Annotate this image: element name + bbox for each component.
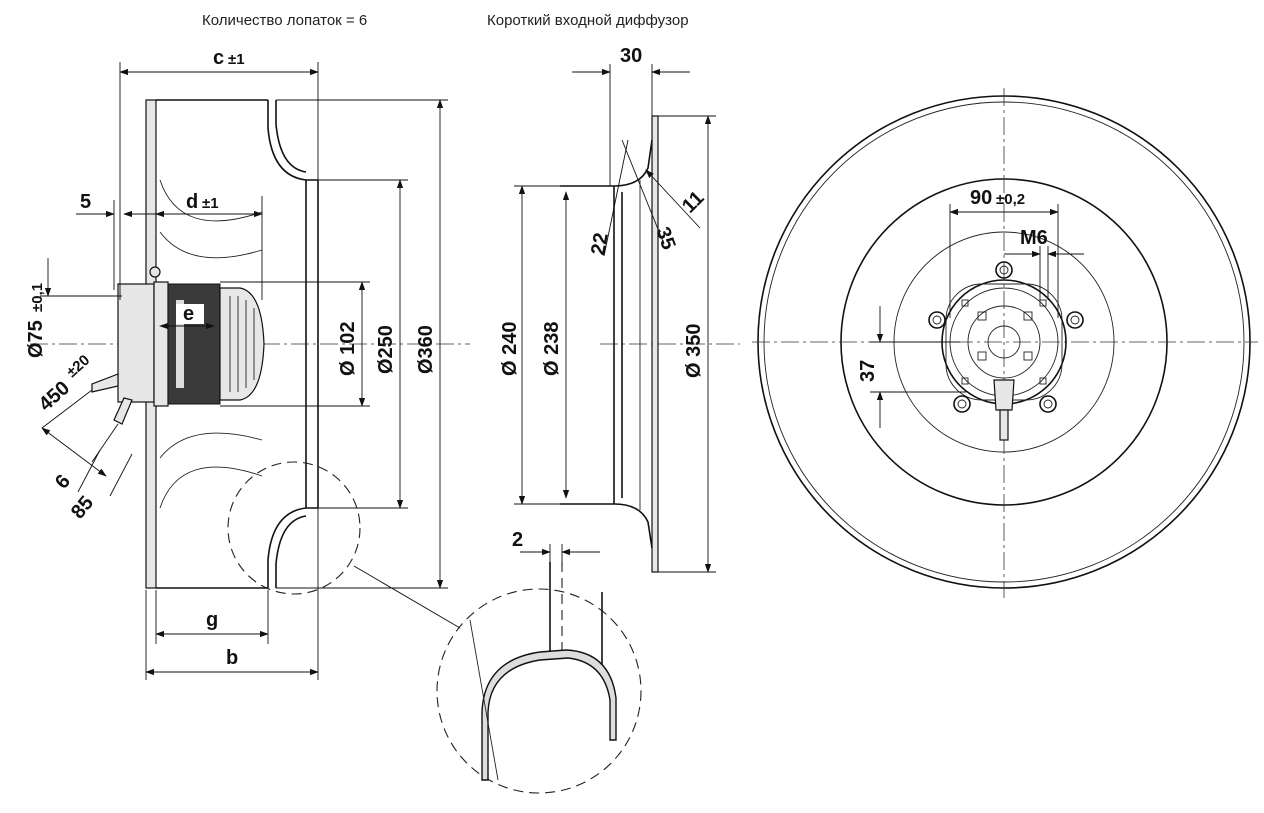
hub-screw-3 (977, 351, 987, 361)
blade-count-header: Количество лопаток = 6 (202, 12, 367, 29)
blade-curve-lower (159, 466, 263, 509)
mount-hole-right-inner (1070, 315, 1080, 325)
hub-screw-6 (1039, 299, 1047, 307)
cable-gland-2 (113, 397, 133, 425)
d360-label: Ø360 (415, 325, 437, 374)
six-label: 6 (51, 471, 75, 494)
cable-gland-1 (91, 373, 119, 393)
ninety-tolerance: ±0,2 (996, 191, 1025, 208)
eleven-leader (645, 169, 701, 229)
mounting-holes (928, 261, 1084, 413)
blade-curve-lower-2 (159, 432, 263, 459)
eleven-label: 11 (678, 187, 709, 218)
hub-screw-4 (1023, 351, 1033, 361)
d75-label: Ø75 (25, 320, 47, 358)
inlet-ring-lower-inner (275, 515, 307, 588)
hub-screw-2 (1023, 311, 1033, 321)
e-label-bg (176, 304, 204, 324)
cable-tolerance: ±20 (63, 352, 93, 381)
twenty-two-label: 22 (587, 231, 613, 257)
diffuser-wall-lower (560, 503, 653, 549)
diffuser-wall-upper (560, 139, 653, 187)
inlet-ring-lower (267, 507, 318, 588)
inlet-ring-upper-inner (275, 100, 307, 173)
d250-label: Ø250 (375, 325, 397, 374)
cable-dim-line (41, 427, 107, 477)
mount-hole-left (928, 311, 946, 329)
d238-label: Ø 238 (541, 322, 563, 376)
motor-rotor-gap (176, 300, 184, 388)
two-label: 2 (512, 529, 523, 551)
hub-inner (967, 305, 1041, 379)
g-label: g (206, 609, 218, 631)
m6-label: M6 (1020, 227, 1048, 249)
hub-screws (961, 299, 1047, 385)
cable-outlet (993, 379, 1015, 411)
motor-flange (153, 281, 169, 407)
detail-leader (353, 565, 461, 629)
cable-label: 450 (35, 377, 75, 416)
hub-screw-7 (961, 377, 969, 385)
c-label: c (213, 47, 224, 69)
eighty-five-label: 85 (67, 492, 98, 523)
detail-marker-circle (227, 461, 361, 595)
side-view: c ±1 5 d ±1 e g b Ø 102 Ø25 (25, 47, 470, 680)
mount-hole-bottom-right-inner (1043, 399, 1053, 409)
mount-hole-right (1066, 311, 1084, 329)
blade-curve-upper-2 (159, 231, 263, 259)
hub-screw-5 (961, 299, 969, 307)
thirty-five-line (621, 139, 665, 245)
six-ext (77, 449, 101, 493)
d350-label: Ø 350 (683, 324, 705, 378)
diffuser-flange (651, 115, 659, 573)
mount-hole-bottom-right (1039, 395, 1057, 413)
hub-screw-1 (977, 311, 987, 321)
diffuser-view: 30 11 35 22 Ø 240 Ø 238 Ø 350 (499, 45, 740, 573)
d75-tolerance: ±0,1 (29, 283, 46, 312)
d-label: d (186, 191, 198, 213)
motor-fins (229, 296, 255, 392)
cable-outlet-stem (999, 409, 1009, 441)
d-tolerance: ±1 (202, 195, 219, 212)
inlet-ring-upper (267, 100, 318, 181)
detail-profile (481, 649, 617, 781)
hub-screw-8 (1039, 377, 1047, 385)
cable-ext-2 (91, 423, 119, 463)
motor-rotor (167, 283, 221, 405)
detail-view: 2 (436, 529, 642, 794)
motor-dome (219, 287, 265, 401)
mount-hole-bottom-left-inner (957, 399, 967, 409)
thirty-label: 30 (620, 45, 642, 67)
e-label: e (183, 303, 194, 325)
mount-hole-bottom-left (953, 395, 971, 413)
ninety-label: 90 (970, 187, 992, 209)
balance-weight (149, 266, 161, 278)
five-label: 5 (80, 191, 91, 213)
detail-inner-curve (469, 619, 499, 781)
eighty-five-ext (109, 453, 133, 497)
mount-hole-top (995, 261, 1013, 279)
front-view: 90 ±0,2 M6 37 (752, 88, 1258, 598)
mount-hole-top-inner (999, 265, 1009, 275)
detail-circle (436, 588, 642, 794)
hub-core (987, 325, 1021, 359)
d102-label: Ø 102 (337, 322, 359, 376)
cable-ext-1 (41, 389, 93, 429)
motor-shaft-housing (117, 283, 155, 403)
c-tolerance: ±1 (228, 51, 245, 68)
mount-hole-left-inner (932, 315, 942, 325)
b-label: b (226, 647, 238, 669)
diffuser-header: Короткий входной диффузор (487, 12, 689, 29)
d240-label: Ø 240 (499, 322, 521, 376)
twenty-two-line (603, 139, 629, 257)
thirty-seven-label: 37 (857, 360, 879, 382)
